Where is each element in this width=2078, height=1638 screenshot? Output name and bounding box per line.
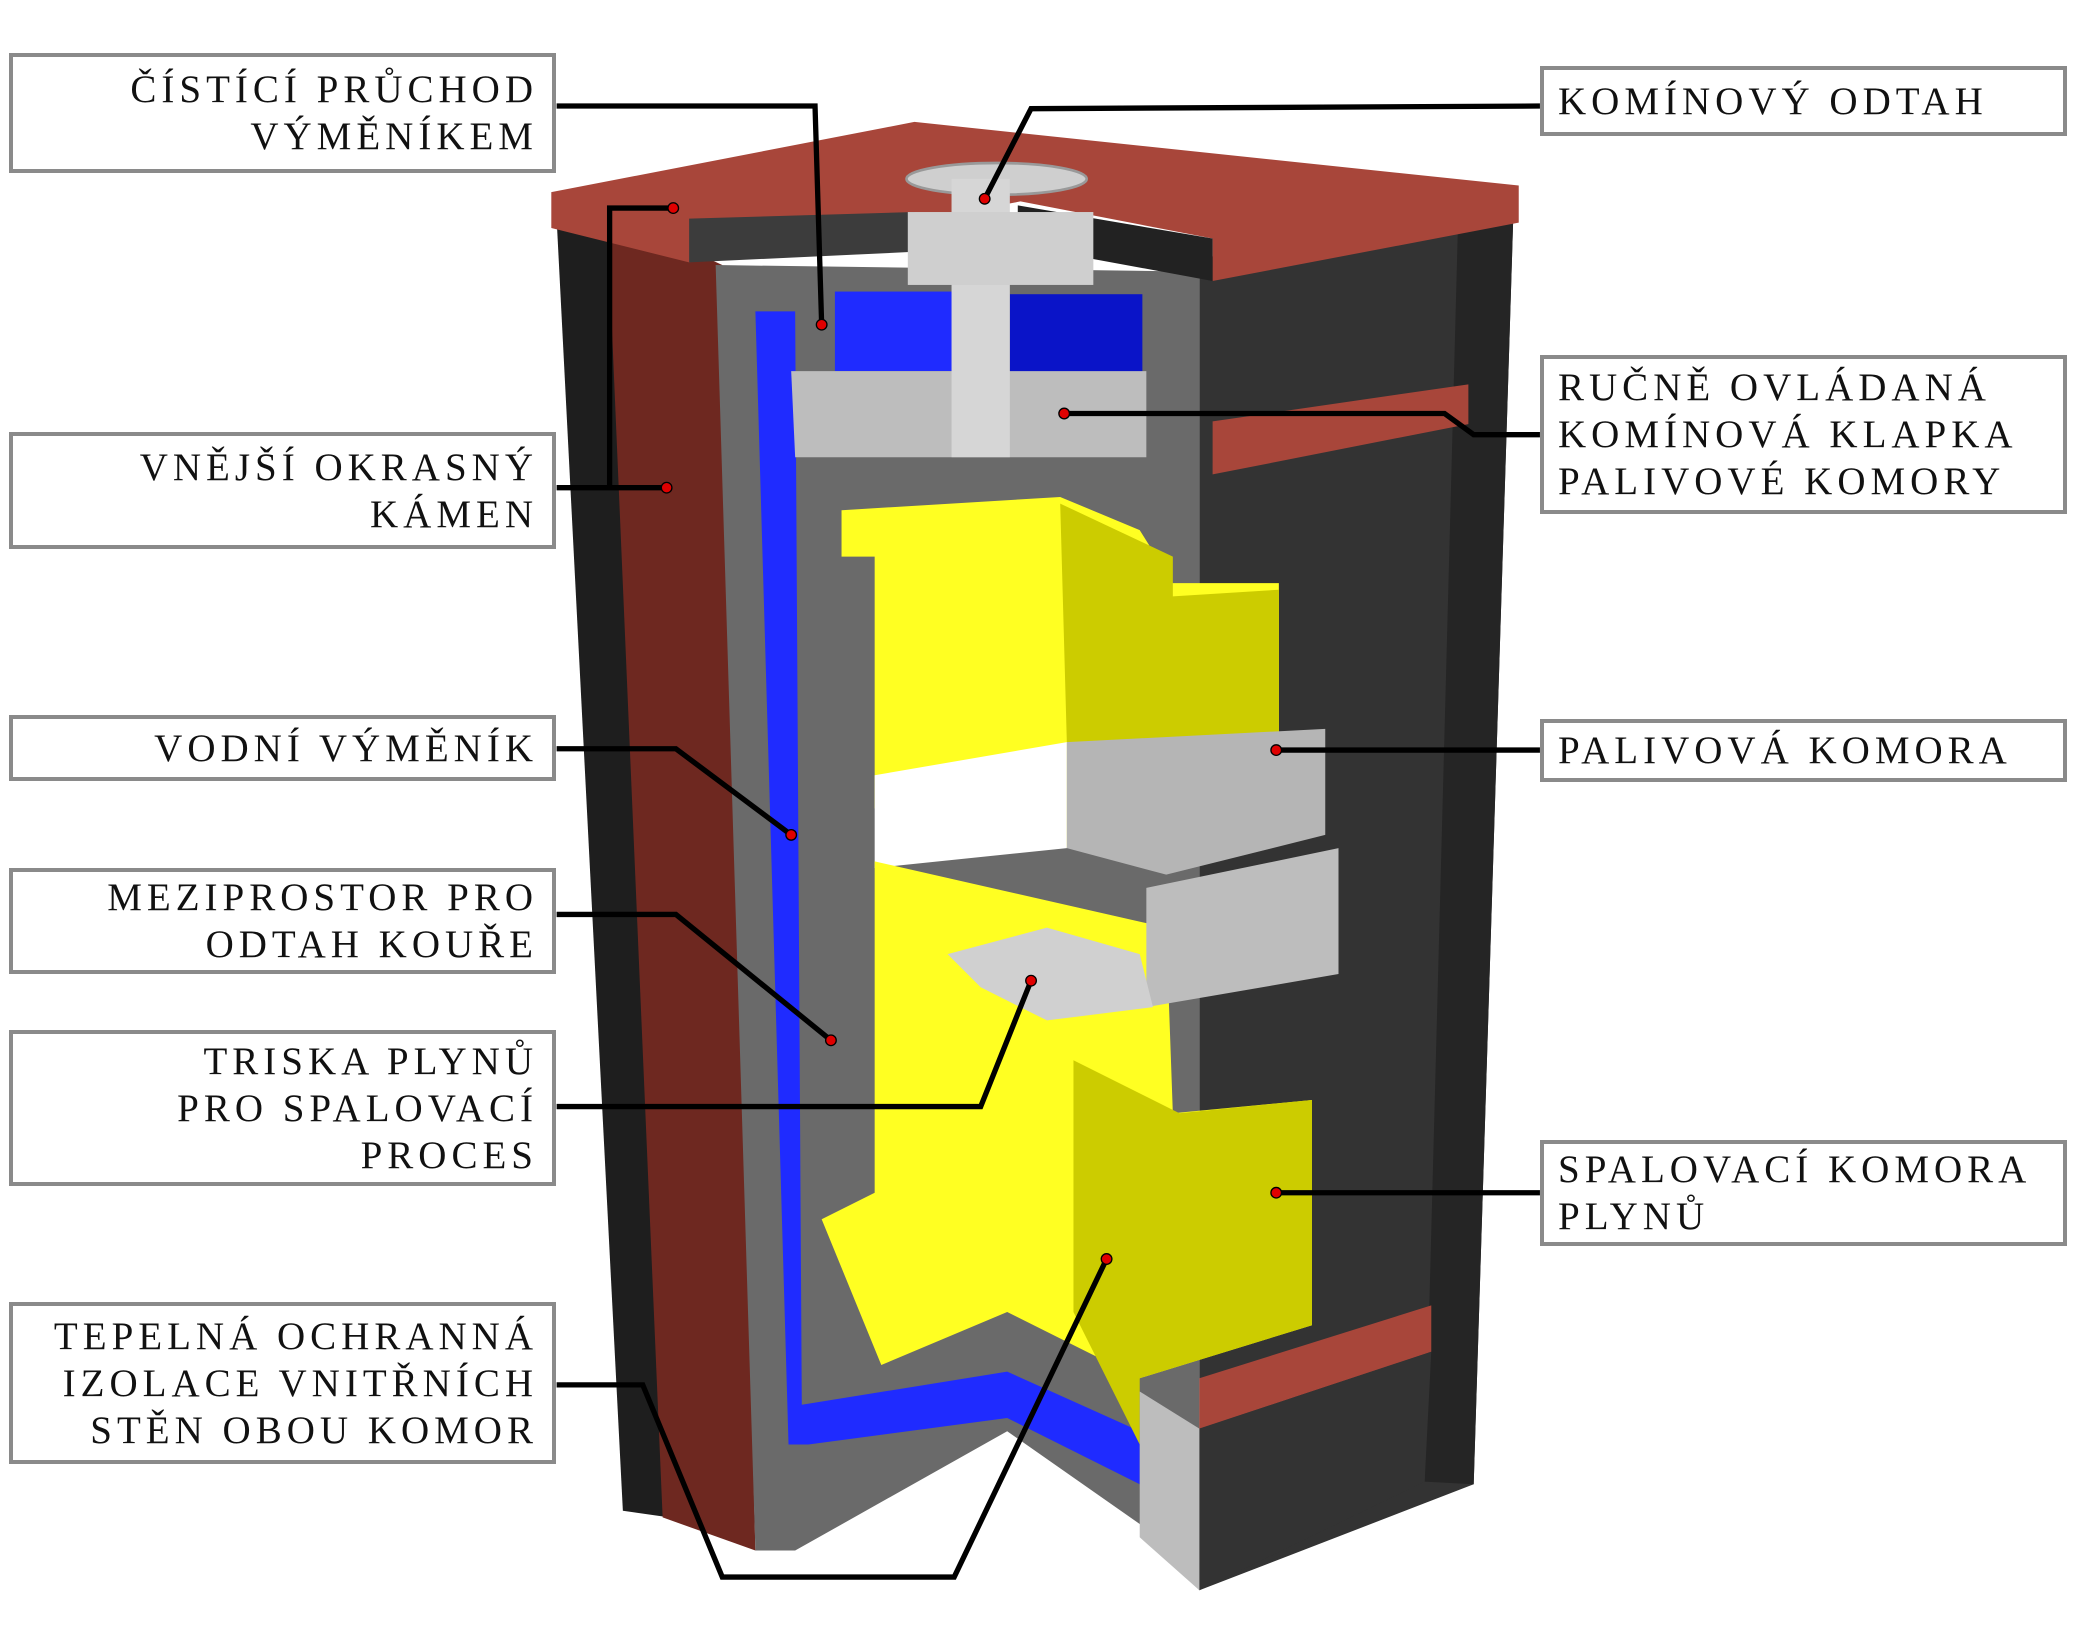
- leader-chimney-outlet: [982, 103, 1540, 200]
- marker-dot: [824, 1034, 837, 1047]
- gas-nozzle: [947, 927, 1153, 1021]
- fuel-chamber-floor: [874, 742, 1067, 869]
- label-line: KOMÍNOVÝ ODTAH: [1558, 79, 1988, 123]
- marker-dot: [978, 192, 991, 205]
- label-line: STĚN OBOU KOMOR: [90, 1408, 538, 1452]
- marker-dot: [1100, 1253, 1113, 1265]
- label-line: TRISKA PLYNŮ: [203, 1039, 538, 1083]
- label-line: KOMÍNOVÁ KLAPKA: [1558, 413, 2018, 456]
- grate-wall: [1066, 728, 1326, 875]
- label-water-exchanger: VODNÍ VÝMĚNÍK: [9, 715, 556, 781]
- marker-dot: [1270, 1186, 1283, 1199]
- leader-water-exchanger: [556, 746, 793, 838]
- leader-gas-nozzle: [556, 979, 1034, 1110]
- top-dark-insert-left: [689, 212, 915, 263]
- outer-stone-left: [606, 212, 756, 1551]
- label-line: RUČNĚ OVLÁDANÁ: [1558, 366, 1991, 409]
- ash-door: [1199, 1351, 1432, 1591]
- marker-dot: [1270, 744, 1283, 757]
- label-line: KÁMEN: [370, 492, 538, 536]
- middle-stone-band: [1212, 384, 1469, 475]
- label-line: TEPELNÁ OCHRANNÁ: [53, 1314, 538, 1358]
- stove-left-side: [556, 212, 670, 1518]
- label-line: VNĚJŠÍ OKRASNÝ: [139, 445, 538, 489]
- ash-door-frame: [1139, 1391, 1200, 1591]
- leader-lines: [556, 103, 1540, 1580]
- stove-right-edge: [1424, 212, 1514, 1485]
- flue-pipe-lower: [907, 212, 1094, 285]
- bottom-stone-band: [1199, 1305, 1432, 1429]
- marker-dot: [785, 828, 798, 841]
- label-line: VÝMĚNÍKEM: [250, 115, 538, 158]
- leader-insulation: [556, 1257, 1109, 1580]
- water-jacket-top-right: [1009, 294, 1143, 374]
- label-gas-nozzle: TRISKA PLYNŮ PRO SPALOVACÍ PROCES: [9, 1030, 556, 1186]
- label-damper: RUČNĚ OVLÁDANÁ KOMÍNOVÁ KLAPKA PALIVOVÉ …: [1540, 355, 2067, 514]
- label-chimney-outlet: KOMÍNOVÝ ODTAH: [1540, 66, 2067, 136]
- label-smoke-gap: MEZIPROSTOR PRO ODTAH KOUŘE: [9, 868, 556, 974]
- label-line: PALIVOVÉ KOMORY: [1558, 460, 2006, 503]
- marker-dot: [815, 318, 828, 331]
- label-line: ODTAH KOUŘE: [205, 923, 538, 966]
- label-gas-chamber: SPALOVACÍ KOMORA PLYNŮ: [1540, 1140, 2067, 1246]
- marker-dot: [1058, 407, 1071, 420]
- label-line: SPALOVACÍ KOMORA: [1558, 1148, 2032, 1191]
- water-jacket-top-left: [834, 291, 955, 372]
- label-line: MEZIPROSTOR PRO: [107, 876, 538, 919]
- marker-dots: [660, 192, 1283, 1265]
- marker-dot: [667, 202, 680, 215]
- label-insulation: TEPELNÁ OCHRANNÁ IZOLACE VNITŘNÍCH STĚN …: [9, 1302, 556, 1464]
- label-line: PLYNŮ: [1558, 1195, 1710, 1238]
- leader-cleaning-passage: [556, 103, 825, 325]
- label-line: PROCES: [360, 1133, 538, 1177]
- water-jacket-left: [755, 311, 1140, 1485]
- marker-dot: [660, 481, 673, 494]
- leader-outer-stone: [556, 205, 674, 491]
- label-line: ČÍSTÍCÍ PRŮCHOD: [130, 68, 538, 111]
- leader-smoke-gap: [556, 911, 833, 1043]
- label-line: PALIVOVÁ KOMORA: [1558, 729, 2012, 772]
- marker-dot: [1025, 974, 1038, 987]
- gas-chamber-side: [1073, 1060, 1312, 1445]
- label-line: PRO SPALOVACÍ: [177, 1086, 538, 1130]
- label-cleaning-passage: ČÍSTÍCÍ PRŮCHOD VÝMĚNÍKEM: [9, 53, 556, 173]
- grate-panel: [1146, 848, 1339, 1008]
- label-line: IZOLACE VNITŘNÍCH: [62, 1361, 538, 1405]
- leader-damper: [1064, 410, 1540, 438]
- label-line: VODNÍ VÝMĚNÍK: [154, 726, 538, 770]
- label-outer-stone: VNĚJŠÍ OKRASNÝ KÁMEN: [9, 432, 556, 549]
- label-fuel-chamber: PALIVOVÁ KOMORA: [1540, 719, 2067, 782]
